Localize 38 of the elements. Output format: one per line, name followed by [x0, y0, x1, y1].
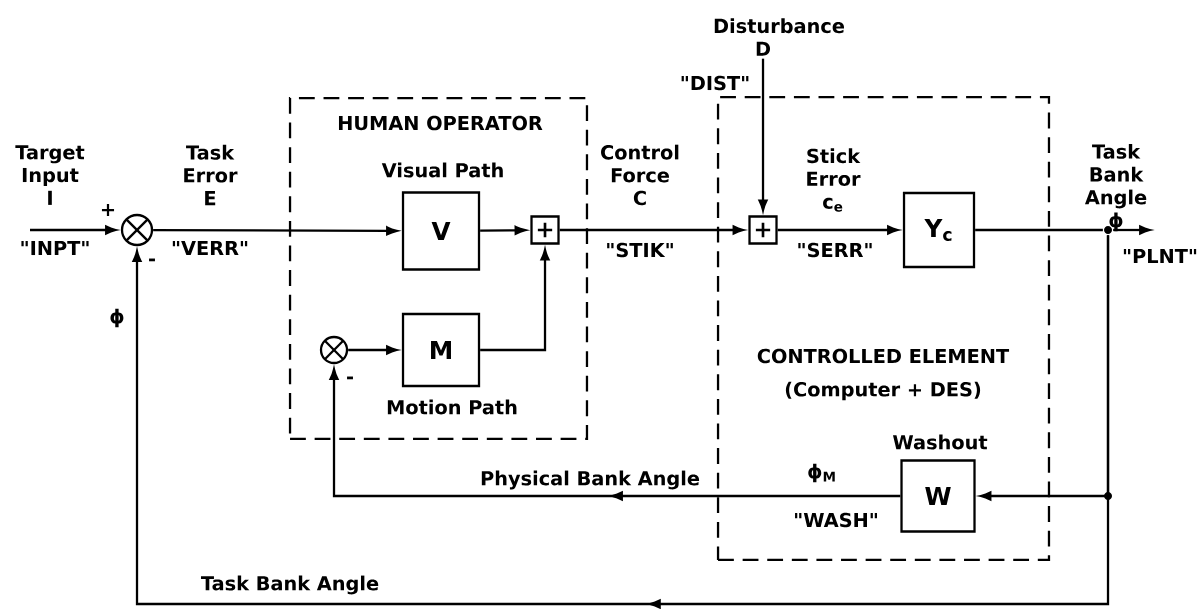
signal-label: Task Bank Angle [201, 575, 379, 595]
signal-label: + [101, 203, 115, 217]
arrow [559, 225, 745, 235]
signal-label: Disturbance D [714, 18, 844, 56]
signal-label: - [347, 376, 353, 380]
signal-label: Task Error E [184, 144, 238, 206]
signal-label: ϕ$_{M}$ [808, 463, 835, 483]
block-caption: Washout [893, 434, 988, 450]
block-caption: Visual Path [381, 162, 503, 178]
group-title: (Computer + DES) [785, 381, 981, 401]
signal-label: "WASH" [795, 512, 877, 528]
signal-label: Control Force C [601, 144, 679, 206]
signal-label: "DIST" [681, 75, 749, 91]
group-title: HUMAN OPERATOR [339, 115, 543, 131]
block-box: W [900, 459, 976, 533]
signal-label: "PLNT" [1123, 248, 1197, 264]
arrow [480, 248, 550, 352]
arrow [132, 235, 1110, 609]
arrow [758, 58, 768, 212]
signal-label: "INPT" [21, 240, 89, 256]
summing-junction [319, 335, 349, 365]
signal-label: Target Input I [15, 145, 85, 205]
summing-box: + [530, 215, 560, 245]
signal-label: - [149, 258, 155, 262]
block-box: V [401, 191, 481, 271]
block-box: Y$_{c}$ [902, 191, 976, 269]
signal-label: "VERR" [172, 240, 248, 256]
arrow [480, 225, 527, 235]
block-caption: Motion Path [387, 399, 517, 415]
signal-label: "SERR" [798, 242, 872, 258]
block-box: M [401, 312, 481, 388]
signal-label: ϕ [110, 308, 124, 328]
signal-label: "STIK" [607, 242, 673, 258]
group-title: CONTROLLED ELEMENT [757, 348, 1010, 364]
summing-junction [120, 213, 154, 247]
signal-label: Physical Bank Angle [481, 470, 700, 490]
signal-label: Stick Error c$_{e}$ [807, 148, 861, 212]
summing-box: + [748, 215, 778, 245]
